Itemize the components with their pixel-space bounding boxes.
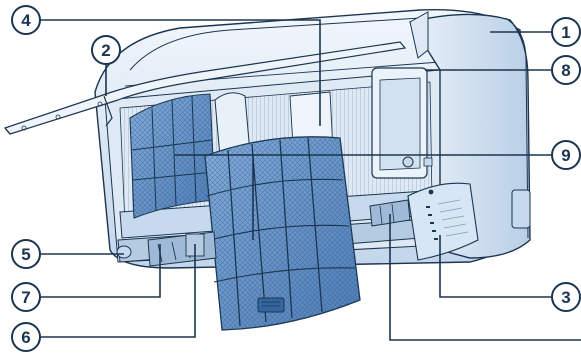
callout-8: 8	[551, 55, 581, 85]
callout-3-label: 3	[561, 288, 570, 307]
callout-7-label: 7	[21, 288, 30, 307]
leader-4	[40, 19, 321, 126]
callout-9: 9	[551, 140, 581, 170]
side-cover	[511, 189, 531, 229]
indicator-panel	[407, 182, 479, 261]
callouts: 1 2 3 4 5 6 7 8	[11, 5, 581, 352]
callout-4: 4	[11, 5, 41, 35]
front-panel-open	[3, 41, 407, 135]
leader-7	[40, 244, 161, 298]
callout-2-label: 2	[101, 41, 110, 60]
callout-6: 6	[11, 322, 41, 352]
leader-3	[439, 235, 552, 298]
right-casing	[371, 11, 531, 259]
callout-5: 5	[11, 239, 41, 269]
vertical-vane	[369, 199, 411, 227]
callout-1-label: 1	[561, 23, 570, 42]
callout-6-label: 6	[21, 328, 30, 347]
air-filter-removed	[204, 136, 361, 331]
leader-6	[40, 244, 196, 338]
air-filter-installed	[129, 93, 216, 219]
callout-3: 3	[551, 282, 581, 312]
leader-lines	[40, 19, 581, 341]
callout-1: 1	[551, 17, 581, 47]
callout-4-label: 4	[21, 11, 31, 30]
lower-left-parts	[116, 231, 217, 267]
callout-5-label: 5	[21, 245, 30, 264]
callout-8-label: 8	[561, 61, 570, 80]
leader-vane	[389, 214, 581, 341]
callout-9-label: 9	[561, 146, 570, 165]
callout-2: 2	[91, 35, 121, 65]
callout-7: 7	[11, 282, 41, 312]
